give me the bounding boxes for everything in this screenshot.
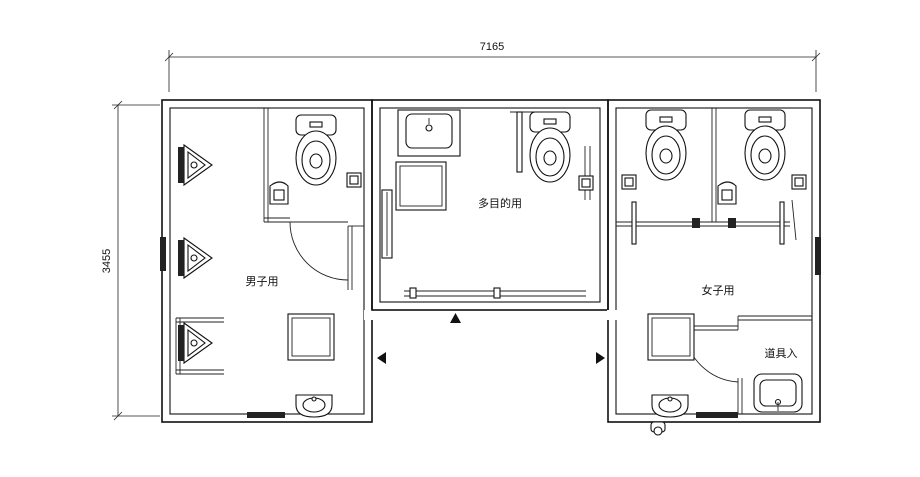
multipurpose-room-label: 多目的用 bbox=[478, 196, 522, 210]
width-dimension-label: 7165 bbox=[480, 41, 504, 53]
paper-holder-icon bbox=[621, 174, 637, 190]
paper-holder-icon bbox=[346, 172, 362, 188]
grab-bar-icon bbox=[175, 317, 224, 375]
sink-icon bbox=[295, 394, 333, 418]
womens-room: 女子用 道具入 bbox=[607, 99, 821, 436]
width-dimension: 7165 bbox=[164, 41, 821, 92]
entrance-arrow-icon bbox=[450, 313, 461, 323]
storage-room-label: 道具入 bbox=[765, 346, 798, 360]
paper-holder-icon bbox=[578, 175, 594, 191]
sink-icon bbox=[397, 109, 461, 157]
height-dimension-label: 3455 bbox=[101, 249, 113, 273]
mens-room: 男子用 bbox=[160, 99, 373, 423]
grab-bar-icon bbox=[510, 111, 591, 200]
grab-bar-icon bbox=[269, 181, 289, 205]
toilet-icon bbox=[744, 109, 786, 181]
urinal-icon bbox=[177, 144, 213, 186]
drain-icon bbox=[650, 421, 666, 436]
toilet-icon bbox=[645, 109, 687, 181]
urinal-icon bbox=[177, 322, 213, 364]
entrance-arrow-icon bbox=[377, 352, 386, 364]
urinal-icon bbox=[177, 237, 213, 279]
mens-room-label: 男子用 bbox=[246, 275, 279, 288]
womens-room-label: 女子用 bbox=[702, 283, 735, 297]
service-sink-icon bbox=[753, 373, 803, 413]
toilet-icon bbox=[529, 111, 571, 183]
sink-icon bbox=[651, 394, 689, 418]
multipurpose-room: 多目的用 bbox=[371, 99, 609, 311]
grab-bar-icon bbox=[717, 181, 737, 205]
door-swing-icon bbox=[289, 221, 349, 281]
paper-holder-icon bbox=[791, 174, 807, 190]
toilet-icon bbox=[295, 114, 337, 186]
height-dimension: 3455 bbox=[101, 100, 160, 421]
entrance-arrow-icon bbox=[596, 352, 605, 364]
